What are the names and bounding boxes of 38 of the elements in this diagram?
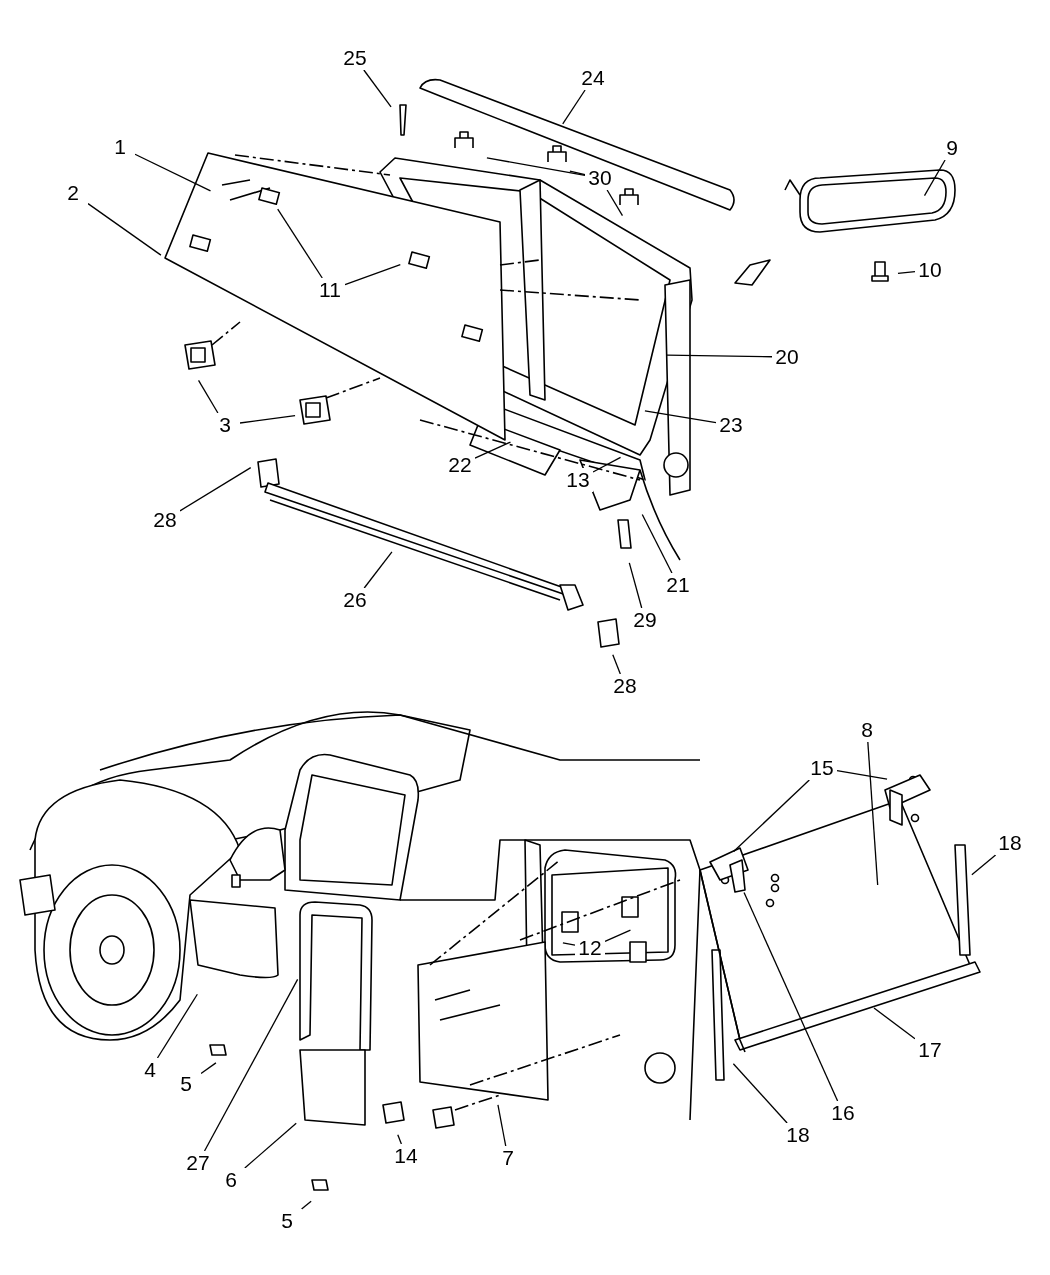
leader-line [971,854,997,876]
leader-line [134,153,212,192]
leader-line [569,170,586,176]
leader-line [363,551,393,589]
leader-line [203,978,299,1152]
leader-line [156,993,198,1059]
leader-line [497,1104,507,1147]
leader-line [628,562,643,609]
leader-line [641,513,673,574]
leader-line [732,1063,788,1124]
leader-line [562,89,586,125]
leader-line [897,270,916,275]
leader-line [743,891,839,1102]
leader-line [397,1134,403,1145]
leader-line [604,929,632,942]
leader-line [606,189,624,217]
leader-line [344,264,401,286]
leader-line [592,456,622,473]
leader-line [836,769,888,780]
leader-line [363,69,392,108]
leader-line [200,1062,217,1075]
leader-line [873,1007,916,1040]
leader-line [486,157,586,176]
leader-line [244,1122,297,1169]
leader-line [474,441,512,459]
leader-line [179,466,252,512]
leader-line [733,779,810,853]
leader-line [562,942,576,946]
leader-line [239,415,296,424]
leader-line [300,1200,312,1210]
leader-line [644,410,717,424]
leader-line [197,379,219,414]
leader-line [277,208,323,279]
leader-line [87,202,162,256]
leader-line [923,159,946,197]
leader-line [867,741,879,886]
leader-line [666,354,773,358]
leader-line [612,654,621,675]
